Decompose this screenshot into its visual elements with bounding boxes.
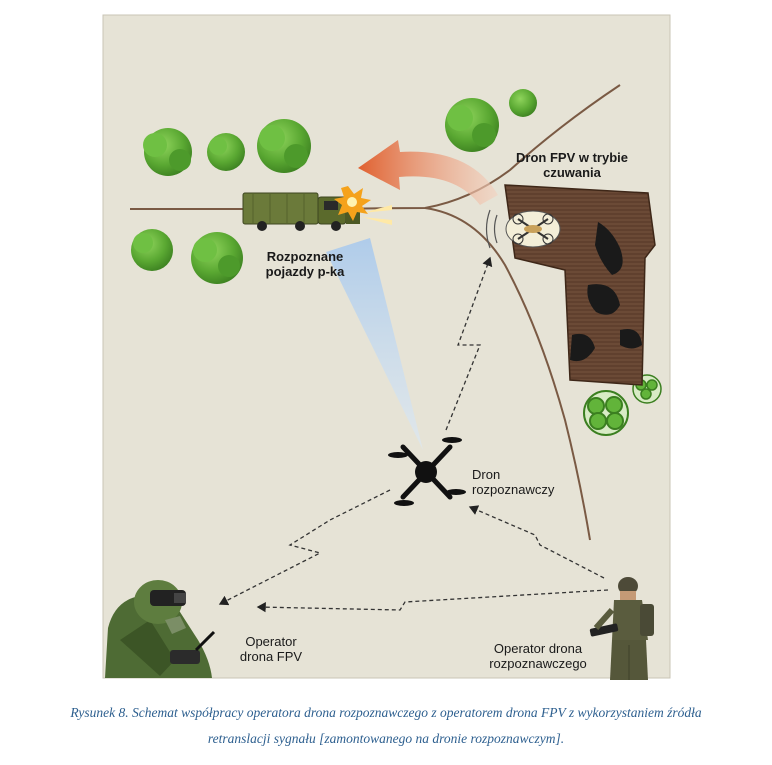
fpv-drone-icon: [485, 209, 561, 249]
fpv-standby-label-line1: Dron FPV w trybie: [516, 150, 628, 165]
link-recon-drone-to-fpv-operator: [218, 489, 391, 606]
vehicles-label-line1: Rozpoznane: [266, 249, 344, 264]
figure-caption-line1: Rysunek 8. Schemat współpracy operatora …: [70, 705, 702, 720]
recon-operator-label-line1: Operator drona: [493, 641, 583, 656]
figure-caption: Rysunek 8. Schemat współpracy operatora …: [0, 700, 772, 752]
link-recon-operator-to-fpv-operator: [256, 589, 609, 613]
tree-icon: [191, 232, 243, 284]
fpv-operator-label-line2: drona FPV: [239, 649, 303, 664]
tree-icon: [445, 98, 499, 152]
quadcopter-icon: [388, 437, 466, 506]
tree-icon: [509, 89, 537, 117]
view-cone: [326, 238, 423, 450]
tree-icon: [632, 374, 662, 404]
fpv-standby-label-line2: czuwania: [543, 165, 601, 180]
tree-icon: [583, 390, 629, 436]
trees: [131, 89, 662, 436]
tree-icon: [143, 128, 192, 176]
link-recon-operator-to-recon-drone: [468, 505, 605, 579]
recon-drone-label-line1: Dron: [472, 467, 501, 482]
fpv-operator-label: Operator drona FPV: [226, 634, 316, 664]
vehicles-label: Rozpoznane pojazdy p-ka: [250, 249, 360, 279]
truck-icon: [242, 192, 392, 231]
fpv-standby-label: Dron FPV w trybie czuwania: [512, 150, 632, 180]
soldier-icon: [589, 577, 654, 680]
link-recon-drone-to-fpv-drone: [445, 256, 493, 431]
vehicles-label-line2: pojazdy p-ka: [265, 264, 345, 279]
fpv-operator-icon: [105, 580, 216, 678]
tree-icon: [131, 229, 173, 271]
signal-links: [218, 256, 609, 613]
tree-icon: [207, 133, 245, 171]
recon-drone-label: Dron rozpoznawczy: [472, 467, 554, 497]
recon-operator-label-line2: rozpoznawczego: [489, 656, 587, 671]
tree-icon: [257, 119, 311, 173]
cooperation-diagram: [102, 14, 671, 680]
recon-drone-label-line2: rozpoznawczy: [472, 482, 555, 497]
figure-caption-line2: retranslacji sygnału [zamontowanego na d…: [207, 731, 565, 746]
recon-operator-label: Operator drona rozpoznawczego: [478, 641, 598, 671]
fpv-operator-label-line1: Operator: [245, 634, 297, 649]
attack-arrow-icon: [358, 140, 498, 205]
explosion-icon: [334, 186, 371, 221]
